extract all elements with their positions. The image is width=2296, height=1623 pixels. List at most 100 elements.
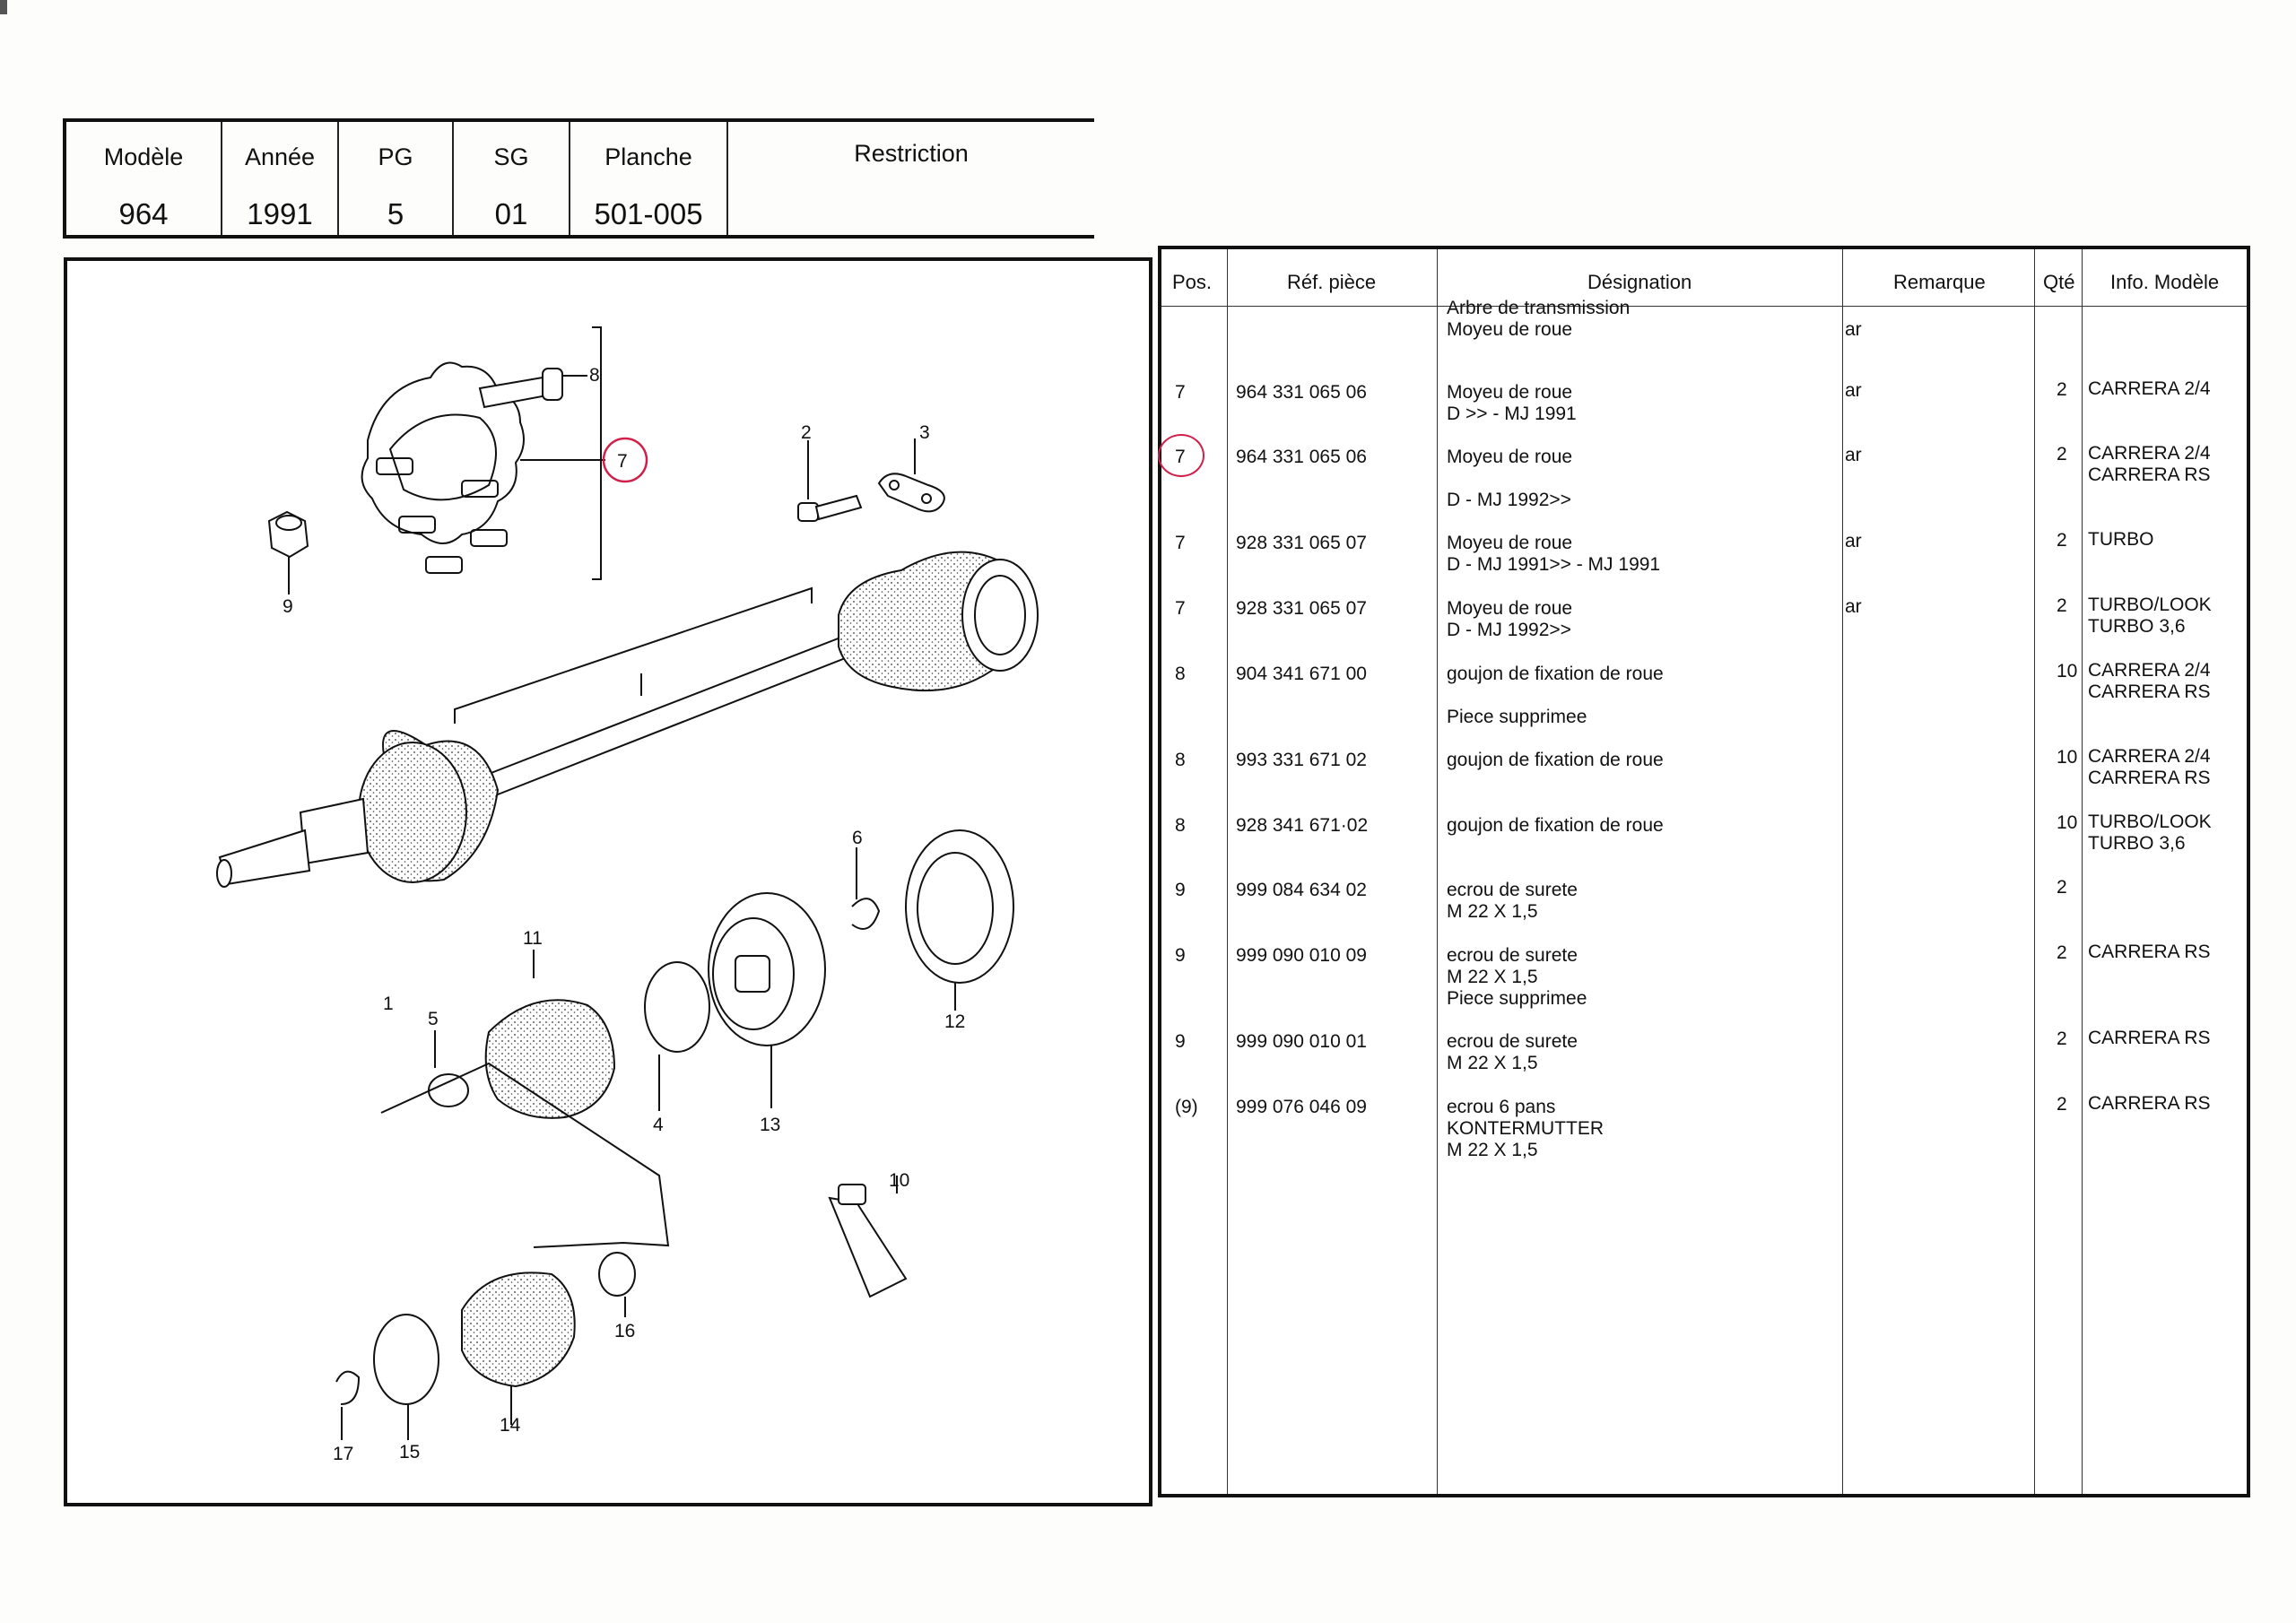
cell-qty: 2 [2057,942,2067,963]
cell-model: CARRERA 2/4 [2088,378,2211,399]
cell-ref: 928 341 671·02 [1236,815,1369,836]
annotation-circle-pos [1158,434,1205,477]
cell-pos: 8 [1175,815,1186,836]
cell-ref: 999 076 046 09 [1236,1097,1367,1117]
column-header-ref: Réf. pièce [1287,271,1377,293]
boot-part-11 [484,999,616,1119]
callout-2: 2 [801,422,812,443]
cell-remark: ar [1845,531,1862,551]
bolt-part [797,440,863,522]
column-divider [1437,249,1438,1494]
header-value: 1991 [247,197,313,230]
column-divider [2082,249,2083,1494]
cover-plate-part [905,829,1014,1011]
cell-designation: ecrou 6 pans [1447,1097,1556,1117]
cell-ref: 999 090 010 01 [1236,1031,1367,1052]
parts-table: Pos. Réf. pièce Désignation Remarque Qté… [1158,246,2250,1497]
cell-designation: Moyeu de roue [1447,447,1573,467]
header-label: Année [244,143,316,170]
cell-ref: 964 331 065 06 [1236,447,1367,467]
cell-designation: D - MJ 1992>> [1447,620,1571,640]
wheel-stud-part [478,368,587,409]
cell-qty: 2 [2057,1028,2067,1049]
cell-model: CARRERA RS [2088,1093,2211,1114]
cell-designation: Piece supprimee [1447,707,1587,727]
cell-remark: ar [1845,596,1862,617]
cv-joint-part [708,892,826,1108]
cell-designation: M 22 X 1,5 [1447,1140,1538,1160]
header-cell-restriction: Restriction [728,122,1094,235]
clamp-part-15 [373,1314,439,1405]
cell-designation: M 22 X 1,5 [1447,901,1538,922]
cell-designation: ecrou de surete [1447,945,1578,966]
column-divider [1842,249,1843,1494]
column-header-designation: Désignation [1587,271,1692,293]
exploded-diagram: 1 2 3 4 5 6 7 8 9 10 11 12 13 14 15 16 1… [216,326,1039,1464]
clamp-part-16 [598,1252,636,1297]
column-divider [1227,249,1228,1494]
cell-pos: 9 [1175,880,1186,900]
cell-qty: 2 [2057,444,2067,464]
cell-qty: 2 [2057,530,2067,551]
cell-model: CARRERA 2/4 [2088,660,2211,681]
nut-part [267,510,309,595]
cell-model: TURBO 3,6 [2088,616,2186,637]
column-header-remarque: Remarque [1893,271,1986,293]
cell-qty: 2 [2057,877,2067,898]
column-header-pos: Pos. [1172,271,1213,293]
wheel-hub-part [361,361,605,574]
callout-9: 9 [283,596,293,617]
cell-model: TURBO [2088,529,2154,550]
callout-17: 17 [333,1444,353,1464]
scan-corner-mark [0,0,7,14]
cell-model: TURBO 3,6 [2088,833,2186,854]
cell-pos: 9 [1175,1031,1186,1052]
cell-model: CARRERA 2/4 [2088,443,2211,464]
header-label: Modèle [103,143,184,170]
callout-10: 10 [889,1170,909,1191]
cell-designation: Moyeu de roue [1447,382,1573,403]
cell-model: TURBO/LOOK [2088,595,2212,615]
exploded-diagram-panel: 1 2 3 4 5 6 7 8 9 10 11 12 13 14 15 16 1… [64,257,1152,1506]
diagram-callouts: 1 2 3 4 5 6 7 8 9 10 11 12 13 14 15 16 1… [283,365,965,1464]
cell-designation: Moyeu de roue [1447,598,1573,619]
header-value: 501-005 [594,197,703,230]
cell-designation: Piece supprimee [1447,988,1587,1009]
cell-designation: goujon de fixation de roue [1447,750,1664,770]
header-cell-modele: Modèle 964 [66,122,222,235]
cell-pos: 7 [1175,533,1186,553]
header-label: Restriction [854,140,969,167]
cell-model: CARRERA RS [2088,768,2211,788]
cell-model: CARRERA RS [2088,942,2211,962]
header-value: 964 [118,197,169,230]
cell-ref: 999 090 010 09 [1236,945,1367,966]
callout-13: 13 [760,1115,780,1135]
callout-7: 7 [617,451,628,472]
header-cell-sg: SG 01 [454,122,570,235]
header-label: SG [493,143,529,170]
callout-15: 15 [399,1442,420,1462]
cell-designation: D >> - MJ 1991 [1447,404,1577,424]
cell-qty: 10 [2057,747,2078,768]
cell-designation: M 22 X 1,5 [1447,1053,1538,1073]
callout-16: 16 [614,1321,635,1341]
annotation-circle-7 [602,437,648,483]
cell-ref: 928 331 065 07 [1236,598,1367,619]
callout-12: 12 [944,1011,965,1032]
header-cell-planche: Planche 501-005 [570,122,728,235]
header-value: 5 [387,197,404,230]
cell-designation: ecrou de surete [1447,880,1578,900]
plate-part [877,438,945,513]
cell-ref: 999 084 634 02 [1236,880,1367,900]
column-header-qte: Qté [2043,271,2075,293]
cell-ref: 904 341 671 00 [1236,664,1367,684]
header-table: Modèle 964 Année 1991 PG 5 SG 01 Planche… [63,118,1094,239]
callout-11: 11 [523,928,543,949]
cell-model: CARRERA RS [2088,464,2211,485]
header-value: 01 [494,197,528,230]
cell-model: CARRERA 2/4 [2088,746,2211,767]
header-cell-pg: PG 5 [339,122,454,235]
callout-4: 4 [653,1115,664,1135]
cell-qty: 2 [2057,1094,2067,1115]
cell-model: CARRERA RS [2088,681,2211,702]
